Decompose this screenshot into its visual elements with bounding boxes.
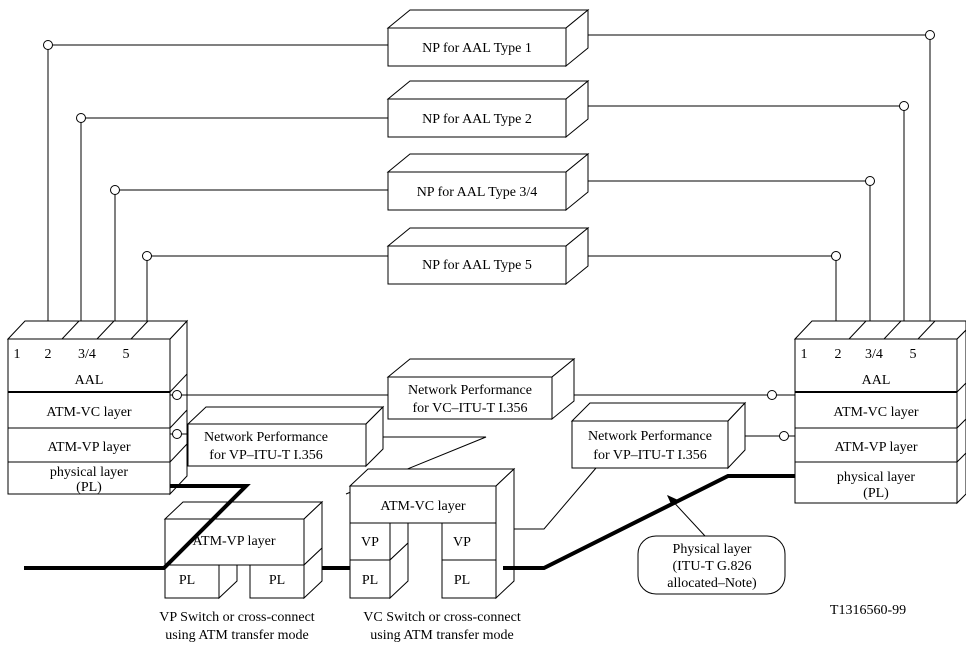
vc-switch: ATM-VC layer VP VP PL PL <box>348 467 516 600</box>
physical-note-line2: (ITU-T G.826 <box>672 559 751 574</box>
np-vp-left-label-1: Network Performance <box>204 430 328 445</box>
np-aal-type34-label: NP for AAL Type 3/4 <box>417 185 538 200</box>
vc-switch-title: ATM-VC layer <box>380 499 465 514</box>
connection-point <box>865 176 875 186</box>
left-aal-num-2: 2 <box>45 347 52 362</box>
connection-point <box>110 185 120 195</box>
np-vp-right-label-1: Network Performance <box>588 429 712 444</box>
vp-switch-pl-right: PL <box>269 573 285 588</box>
np-aal-type5-box: NP for AAL Type 5 <box>386 226 590 286</box>
right-pl-label-2: (PL) <box>863 486 889 501</box>
right-aal-num-2: 2 <box>835 347 842 362</box>
physical-links <box>24 474 795 570</box>
left-aal-num-1: 1 <box>14 347 21 362</box>
vp-switch-caption-2: using ATM transfer mode <box>165 628 308 643</box>
vc-switch-caption-2: using ATM transfer mode <box>370 628 513 643</box>
connection-point <box>142 251 152 261</box>
vc-np-lines <box>170 390 795 400</box>
right-vc-layer-label: ATM-VC layer <box>833 405 918 420</box>
connection-point <box>43 40 53 50</box>
np-aal-type1-label: NP for AAL Type 1 <box>422 41 532 56</box>
left-vc-layer-label: ATM-VC layer <box>46 405 131 420</box>
right-vp-layer-label: ATM-VP layer <box>834 440 917 455</box>
physical-note-line3: allocated–Note) <box>667 576 757 591</box>
np-aal-type2-label: NP for AAL Type 2 <box>422 112 532 127</box>
vc-switch-vp-left: VP <box>361 535 379 550</box>
vp-switch-title: ATM-VP layer <box>192 534 275 549</box>
vc-switch-caption-1: VC Switch or cross-connect <box>363 610 521 625</box>
right-aal-label: AAL <box>862 373 891 388</box>
right-aal-num-34: 3/4 <box>865 347 883 362</box>
np-connection-points <box>43 30 935 261</box>
figure-id: T1316560-99 <box>830 603 906 618</box>
connection-point <box>767 390 777 400</box>
vp-switch-caption-1: VP Switch or cross-connect <box>159 610 315 625</box>
left-pl-label-1: physical layer <box>50 465 128 480</box>
np-vp-left-box: Network Performance for VP–ITU-T I.356 <box>186 405 385 468</box>
np-vc-label-1: Network Performance <box>408 383 532 398</box>
np-aal-type34-box: NP for AAL Type 3/4 <box>386 152 590 212</box>
right-pl-label-1: physical layer <box>837 470 915 485</box>
np-vp-right-box: Network Performance for VP–ITU-T I.356 <box>570 401 747 470</box>
np-aal-type5-label: NP for AAL Type 5 <box>422 258 532 273</box>
connection-point <box>899 101 909 111</box>
right-aal-num-1: 1 <box>801 347 808 362</box>
vc-switch-pl-right: PL <box>454 573 470 588</box>
physical-layer-note: Physical layer (ITU-T G.826 allocated–No… <box>637 495 786 595</box>
np-vc-label-2: for VC–ITU-T I.356 <box>413 401 528 416</box>
vc-switch-vp-right: VP <box>453 535 471 550</box>
np-vp-left-label-2: for VP–ITU-T I.356 <box>209 448 322 463</box>
connection-point <box>831 251 841 261</box>
left-protocol-stack: 1 2 3/4 5 AAL ATM-VC layer ATM-VP layer … <box>6 319 189 496</box>
right-protocol-stack: 1 2 3/4 5 AAL ATM-VC layer ATM-VP layer … <box>793 320 966 505</box>
left-aal-num-34: 3/4 <box>78 347 96 362</box>
connection-point <box>172 429 182 439</box>
np-vc-box: Network Performance for VC–ITU-T I.356 <box>386 357 576 421</box>
np-aal-type1-box: NP for AAL Type 1 <box>386 8 590 68</box>
connection-point <box>172 390 182 400</box>
connection-point <box>925 30 935 40</box>
physical-note-line1: Physical layer <box>673 542 752 557</box>
vc-switch-pl-left: PL <box>362 573 378 588</box>
left-aal-label: AAL <box>75 373 104 388</box>
np-vp-right-label-2: for VP–ITU-T I.356 <box>593 448 706 463</box>
vp-switch-pl-left: PL <box>179 573 195 588</box>
np-aal-type2-box: NP for AAL Type 2 <box>386 79 590 139</box>
left-aal-num-5: 5 <box>123 347 130 362</box>
right-aal-num-5: 5 <box>910 347 917 362</box>
connection-point <box>779 431 789 441</box>
vp-switch: ATM-VP layer PL PL <box>163 500 324 600</box>
left-pl-label-2: (PL) <box>76 480 102 495</box>
left-vp-layer-label: ATM-VP layer <box>47 440 130 455</box>
connection-point <box>76 113 86 123</box>
